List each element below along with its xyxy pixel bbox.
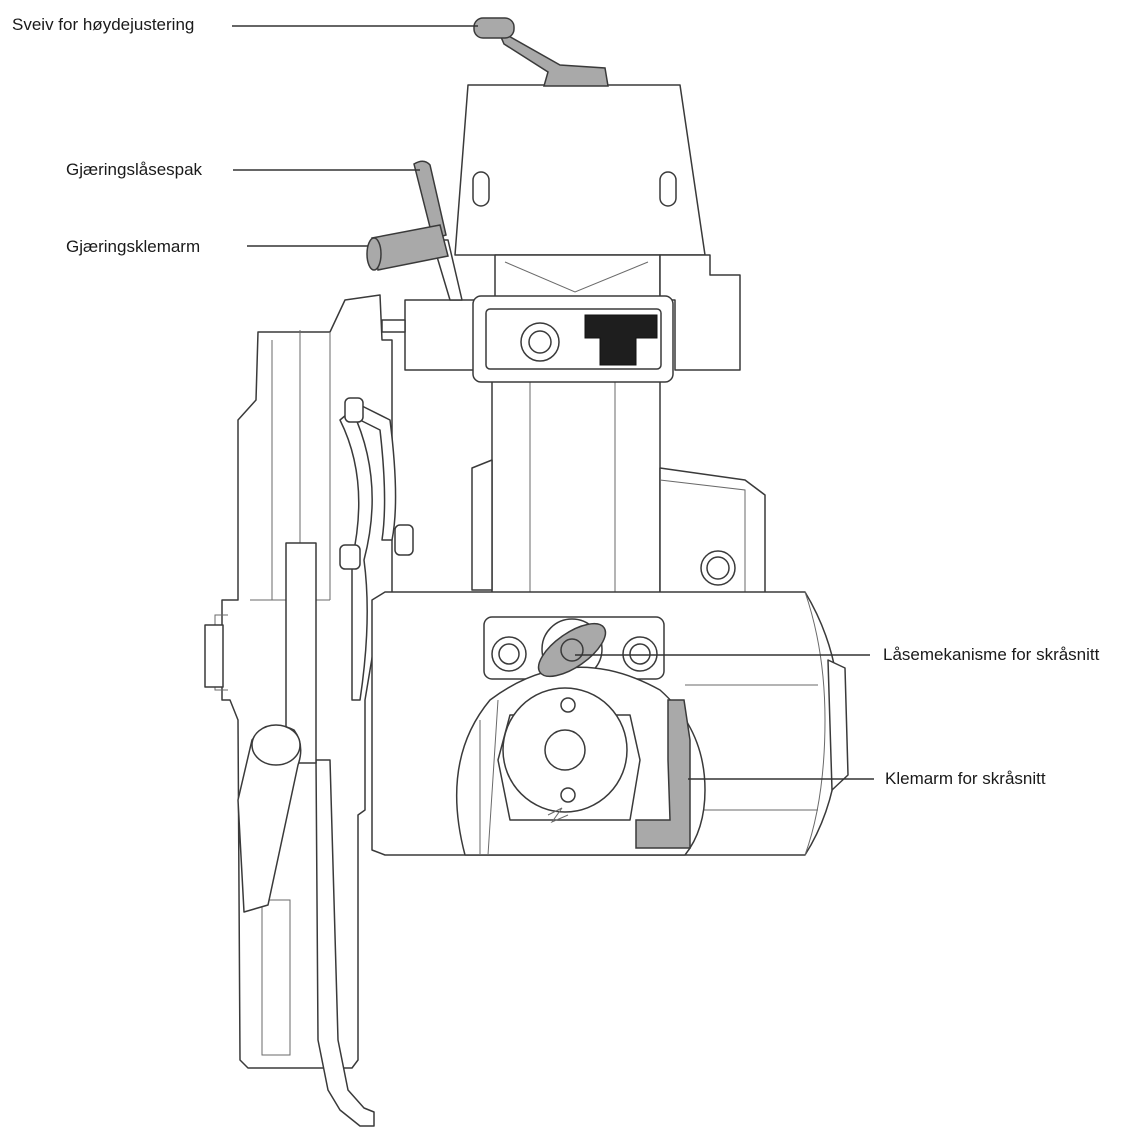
clamp-plate bbox=[381, 295, 674, 383]
label-miter-clamp-arm: Gjæringsklemarm bbox=[66, 237, 201, 256]
bevel-disc bbox=[455, 666, 706, 856]
label-bevel-clamp-arm: Klemarm for skråsnitt bbox=[885, 769, 1046, 788]
rail-strip bbox=[285, 542, 317, 764]
vertical-guide-bar bbox=[315, 759, 375, 1127]
label-bevel-lock-mechanism: Låsemekanisme for skråsnitt bbox=[883, 645, 1100, 664]
side-housing bbox=[659, 467, 766, 596]
bevel-lock-mechanism bbox=[537, 622, 607, 678]
miter-clamp-arm bbox=[366, 224, 449, 271]
scale-bracket bbox=[339, 397, 414, 701]
handle-lever bbox=[237, 724, 302, 913]
height-crank bbox=[473, 17, 609, 87]
head-block bbox=[454, 84, 741, 371]
main-column bbox=[471, 379, 661, 601]
bevel-clamp-arm bbox=[635, 699, 691, 849]
label-height-crank: Sveiv for høydejustering bbox=[12, 15, 195, 34]
label-miter-lock-lever: Gjæringslåsespak bbox=[66, 160, 203, 179]
